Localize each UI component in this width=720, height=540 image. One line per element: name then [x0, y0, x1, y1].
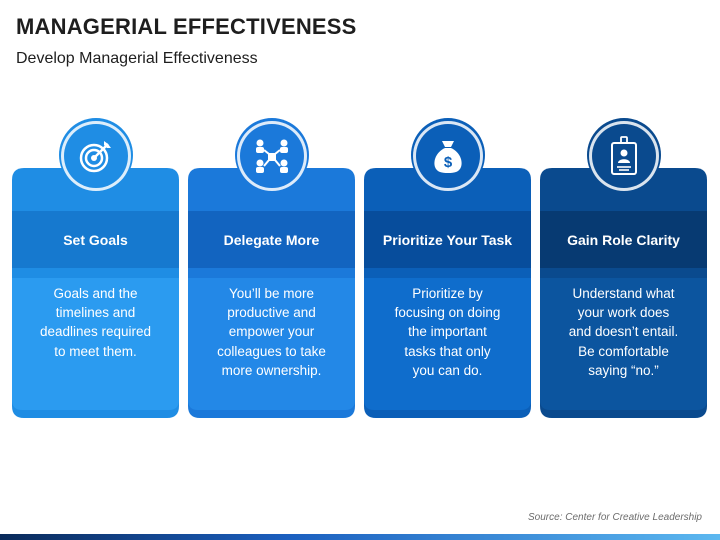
card-shape	[188, 168, 355, 418]
svg-text:$: $	[443, 154, 452, 171]
card-heading: Gain Role Clarity	[567, 231, 680, 248]
slide-title: MANAGERIAL EFFECTIVENESS	[16, 14, 357, 39]
card-heading: Delegate More	[223, 231, 320, 248]
card-shape	[12, 168, 179, 418]
delegate-network-icon	[239, 124, 304, 188]
card-heading: Prioritize Your Task	[382, 231, 513, 248]
id-badge-icon	[591, 124, 656, 188]
target-icon	[63, 124, 128, 188]
money-bag-icon: $	[415, 124, 480, 188]
card-heading: Set Goals	[63, 231, 128, 248]
card-shape	[364, 168, 531, 418]
footer-gradient-bar	[0, 534, 720, 540]
card-shape	[540, 168, 707, 418]
slide-subtitle: Develop Managerial Effectiveness	[16, 50, 258, 67]
source-note: Source: Center for Creative Leadership	[528, 512, 702, 523]
